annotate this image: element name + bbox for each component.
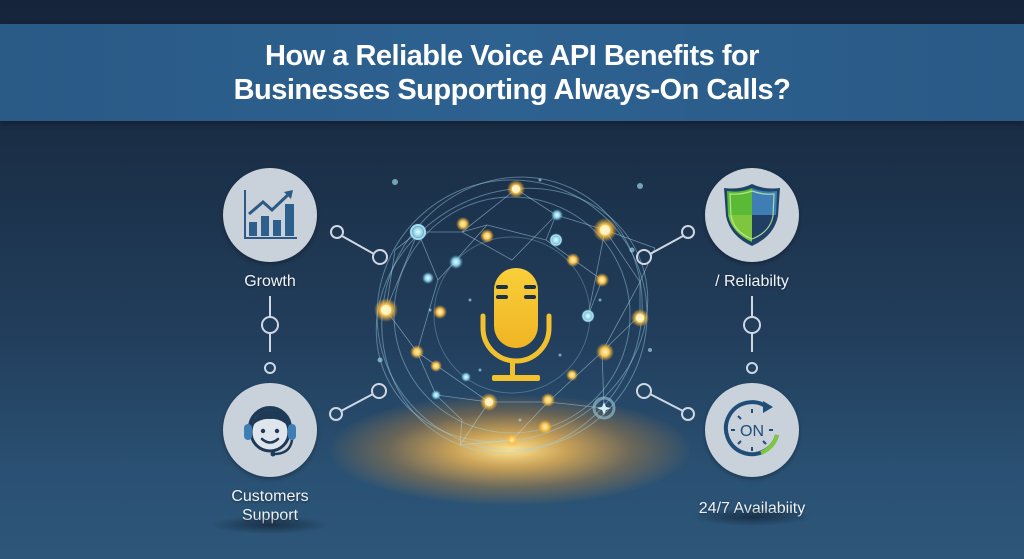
growth-label: Growth <box>244 273 296 290</box>
growth-chart-icon <box>244 190 297 239</box>
headset-agent-icon <box>244 406 296 457</box>
growth-icon-circle <box>223 168 317 262</box>
title-banner: How a Reliable Voice API Benefits for Bu… <box>0 24 1024 121</box>
support-icon-circle <box>223 383 317 477</box>
center-glow <box>330 395 690 505</box>
microphone-icon <box>480 268 552 381</box>
reliability-icon-circle <box>705 168 799 262</box>
feature-growth: Growth <box>190 168 350 291</box>
support-label-line-1: Customers <box>231 488 309 505</box>
reliability-label: / Reliabilty <box>715 273 789 290</box>
sparkles <box>377 178 652 422</box>
feature-customer-support: Customers Support <box>190 383 350 525</box>
availability-icon-circle: ON <box>705 383 799 477</box>
page-title-line-2: Businesses Supporting Always-On Calls? <box>233 73 791 106</box>
page-title-line-1: How a Reliable Voice API Benefits for <box>265 39 759 72</box>
connectors <box>261 225 761 421</box>
on-badge: ON <box>740 423 764 440</box>
support-shadow <box>210 516 330 534</box>
feature-reliability: / Reliabilty <box>672 168 832 291</box>
clock-on-icon: ON <box>723 400 779 457</box>
availability-shadow <box>692 508 812 526</box>
gold-nodes <box>374 180 649 446</box>
shield-icon <box>724 184 780 246</box>
blue-nodes <box>409 209 616 420</box>
feature-availability: ON 24/7 Availabiity <box>672 383 832 518</box>
